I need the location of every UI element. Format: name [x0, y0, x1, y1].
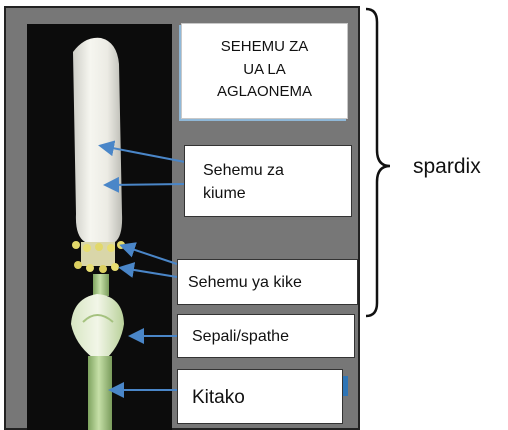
label-box-sehemu-ya-kike: Sehemu ya kike [177, 259, 358, 305]
title-box: SEHEMU ZA UA LA AGLAONEMA [181, 23, 348, 119]
title-line-3: AGLAONEMA [182, 81, 347, 104]
label-box-sehemu-za-kiume: Sehemu za kiume [184, 145, 352, 217]
label-box-sepali-spathe: Sepali/spathe [177, 314, 355, 358]
label-kiume-line-2: kiume [203, 182, 351, 205]
spardix-brace [366, 9, 390, 316]
arrow-kiume-upper [102, 146, 185, 162]
label-kike: Sehemu ya kike [188, 274, 302, 291]
title-line-2: UA LA [182, 59, 347, 82]
blue-edge-mark [343, 376, 348, 396]
title-line-1: SEHEMU ZA [182, 36, 347, 59]
label-kiume-line-1: Sehemu za [203, 159, 351, 182]
arrow-kike-upper [123, 246, 177, 264]
label-kitako: Kitako [192, 387, 245, 408]
label-box-kitako: Kitako [177, 369, 343, 424]
spardix-label: spardix [413, 155, 481, 179]
arrow-kike-lower [122, 268, 177, 277]
label-sepali: Sepali/spathe [192, 328, 289, 345]
arrow-kiume-lower [107, 184, 185, 185]
